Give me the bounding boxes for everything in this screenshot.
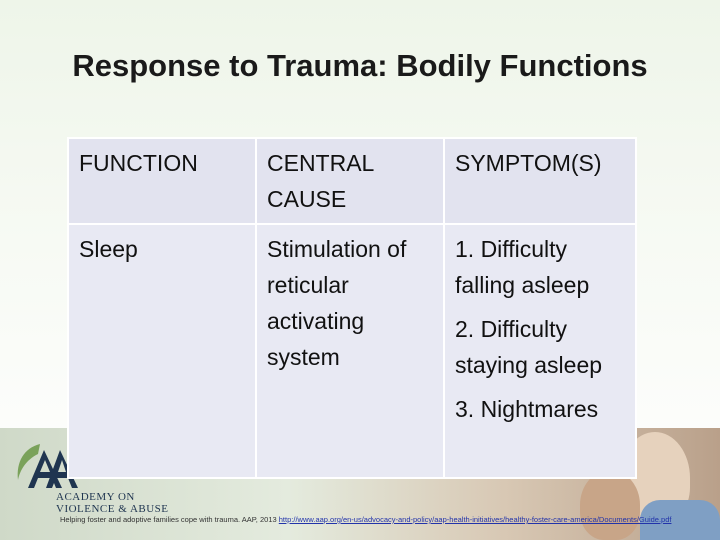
table-header-row: FUNCTION CENTRAL CAUSE SYMPTOM(S): [67, 137, 637, 225]
header-function: FUNCTION: [67, 137, 257, 225]
slide-title: Response to Trauma: Bodily Functions: [72, 48, 648, 83]
footer-link[interactable]: http://www.aap.org/en-us/advocacy-and-po…: [278, 515, 672, 524]
cell-central-cause: Stimulation of reticular activating syst…: [255, 223, 445, 479]
cell-function: Sleep: [67, 223, 257, 479]
header-central-cause: CENTRAL CAUSE: [255, 137, 445, 225]
footer-citation: Helping foster and adoptive families cop…: [60, 515, 277, 524]
cell-symptoms: 1. Difficulty falling asleep 2. Difficul…: [443, 223, 637, 479]
photo-person-caregiver: [580, 470, 640, 540]
photo-person-clothing: [640, 500, 720, 540]
footer-reference: Helping foster and adoptive families cop…: [60, 514, 690, 525]
bodily-functions-table: FUNCTION CENTRAL CAUSE SYMPTOM(S) Sleep …: [67, 137, 637, 479]
logo-text-line2: VIOLENCE & ABUSE: [56, 503, 169, 515]
academy-logo-icon: [17, 444, 78, 488]
symptom-item: 1. Difficulty falling asleep: [455, 236, 590, 298]
header-symptoms: SYMPTOM(S): [443, 137, 637, 225]
logo-text-line1: ACADEMY ON: [56, 491, 135, 503]
symptom-item: 3. Nightmares: [455, 396, 599, 422]
table-row: Sleep Stimulation of reticular activatin…: [67, 223, 637, 479]
symptom-item: 2. Difficulty staying asleep: [455, 316, 603, 378]
